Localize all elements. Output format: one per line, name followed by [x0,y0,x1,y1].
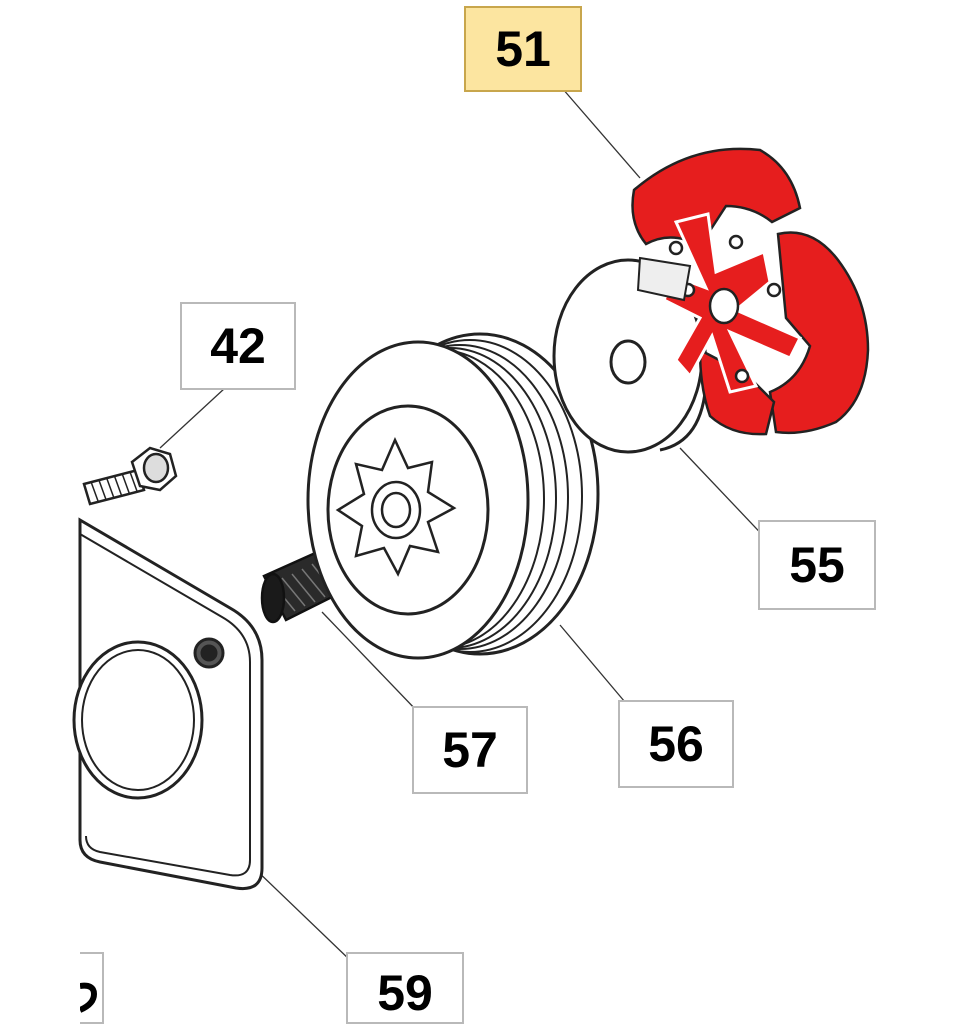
leader-42 [159,387,226,449]
leader-51 [561,87,641,179]
callout-56[interactable]: 56 [618,700,734,788]
leader-57 [321,611,419,713]
partial-glyph [80,982,98,1013]
screw [82,446,178,506]
callout-55[interactable]: 55 [758,520,876,610]
clutch-assembly [631,147,870,436]
leader-lines [159,87,773,963]
leader-59 [251,865,353,963]
sprocket [335,436,457,577]
callout-42[interactable]: 42 [180,302,296,390]
callout-51[interactable]: 51 [464,6,582,92]
callout-57[interactable]: 57 [412,706,528,794]
gasket-plate [72,517,264,891]
leader-55 [679,447,773,546]
callout-59[interactable]: 59 [346,952,464,1024]
clutch-drum [306,332,600,660]
partial-callout-box [80,952,104,1024]
leader-56 [559,624,631,709]
